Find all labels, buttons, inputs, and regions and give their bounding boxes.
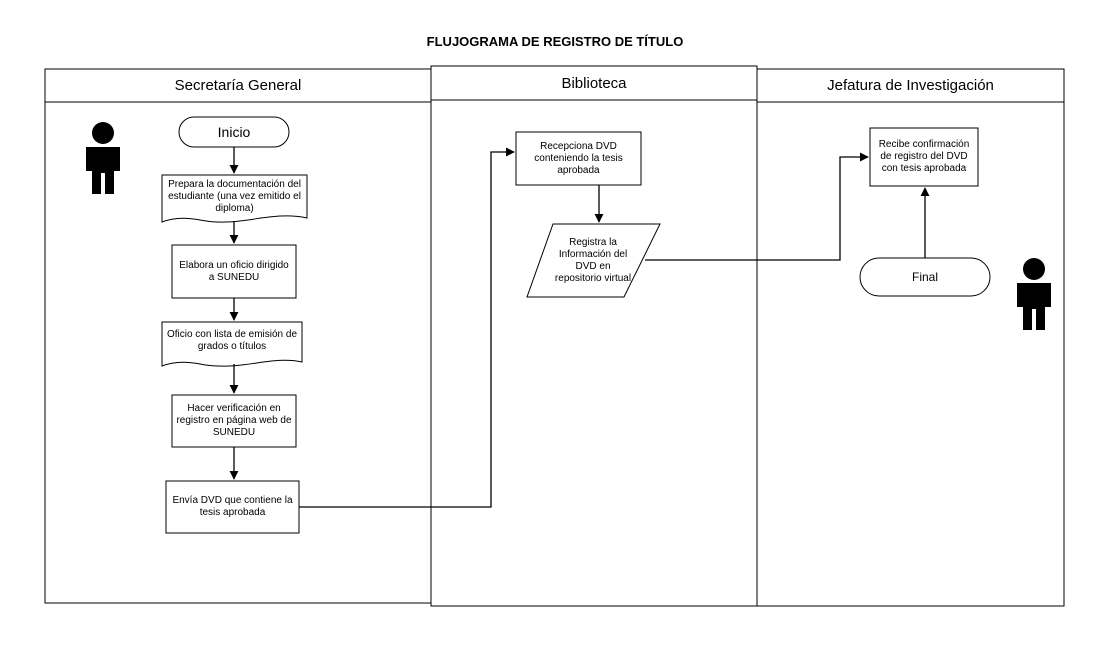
letter-list-shape	[161, 321, 303, 367]
confirm-receipt-shape	[869, 127, 979, 187]
connector-register-to-confirm	[645, 152, 869, 261]
receive-dvd-shape	[515, 131, 642, 186]
send-dvd-shape	[165, 480, 300, 534]
prepare-docs-shape	[161, 174, 308, 223]
receive-dvd-process: Recepciona DVD conteniendo la tesis apro…	[534, 140, 623, 176]
start-terminal: Inicio	[217, 124, 251, 140]
verify-registry-shape	[171, 394, 297, 448]
person-icon	[86, 122, 120, 194]
swimlane-jefatura	[756, 68, 1065, 607]
confirm-receipt-process: Recibe confirmación de registro del DVD …	[878, 139, 970, 174]
prepare-docs-document: Prepara la documentación del estudiante …	[168, 179, 301, 214]
lane-header-jefatura: Jefatura de Investigación	[827, 77, 994, 94]
lane-header-secretaria: Secretaría General	[174, 77, 302, 94]
register-info-data: Registra la Información del DVD en repos…	[554, 237, 632, 284]
person-icon	[1017, 258, 1051, 330]
lane-header-biblioteca: Biblioteca	[561, 74, 627, 92]
end-terminal: Final	[911, 270, 938, 284]
register-info-shape	[526, 223, 661, 298]
diagram-title: FLUJOGRAMA DE REGISTRO DE TÍTULO	[426, 34, 684, 49]
write-letter-process: Elabora un oficio dirigido a SUNEDU	[179, 259, 289, 283]
send-dvd-process: Envía DVD que contiene la tesis aprobada	[172, 495, 293, 518]
letter-list-document: Oficio con lista de emisión de grados o …	[166, 329, 298, 352]
verify-registry-process: Hacer verificación en registro en página…	[176, 403, 292, 438]
write-letter-shape	[171, 244, 297, 299]
connector-send-to-receive	[299, 147, 515, 508]
